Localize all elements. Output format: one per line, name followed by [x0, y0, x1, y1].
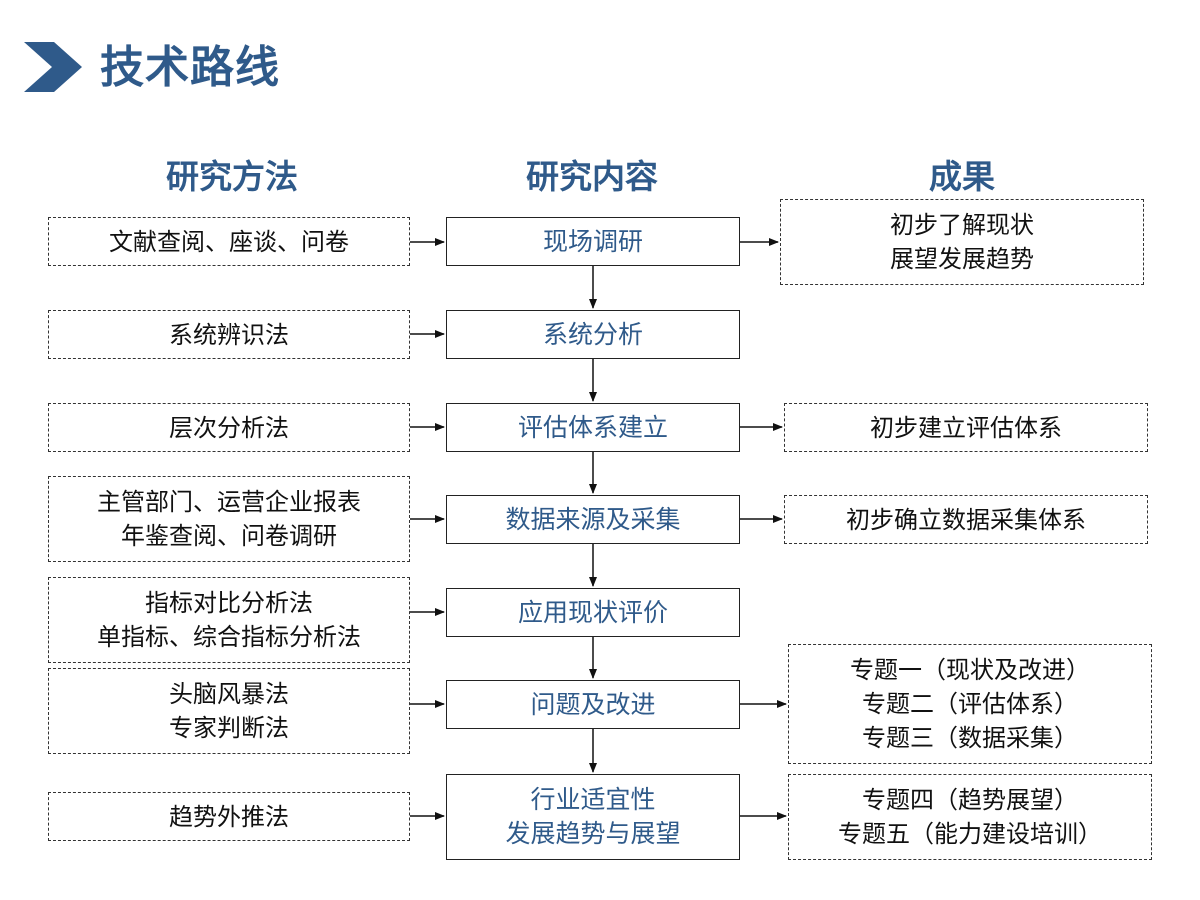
result-line: 初步确立数据采集体系: [846, 505, 1086, 534]
step-label: 问题及改进: [530, 689, 656, 719]
method-line: 层次分析法: [169, 413, 289, 442]
result-line: 专题五（能力建设培训）: [838, 820, 1102, 848]
method-line: 专家判断法: [169, 714, 289, 742]
method-box: 指标对比分析法 单指标、综合指标分析法: [48, 577, 410, 663]
method-line: 文献查阅、座谈、问卷: [109, 227, 349, 256]
result-line: 专题四（趋势展望）: [862, 786, 1078, 814]
step-box: 评估体系建立: [446, 403, 740, 452]
result-line: 专题三（数据采集）: [862, 724, 1078, 752]
method-box: 头脑风暴法 专家判断法: [48, 668, 410, 754]
result-line: 初步建立评估体系: [870, 413, 1062, 442]
step-box: 系统分析: [446, 310, 740, 359]
method-box: 系统辨识法: [48, 310, 410, 359]
method-line: 系统辨识法: [169, 320, 289, 349]
step-label: 数据来源及采集: [505, 504, 681, 534]
result-line: 专题一（现状及改进）: [850, 656, 1090, 684]
method-box: 文献查阅、座谈、问卷: [48, 217, 410, 266]
method-line: 单指标、综合指标分析法: [97, 623, 361, 651]
result-line: 专题二（评估体系）: [862, 690, 1078, 718]
chevron-right-icon: [24, 42, 82, 92]
step-box: 问题及改进: [446, 680, 740, 729]
method-line: 年鉴查阅、问卷调研: [121, 522, 337, 550]
result-box: 初步建立评估体系: [784, 403, 1148, 452]
method-box: 趋势外推法: [48, 792, 410, 841]
header-content: 研究内容: [526, 157, 658, 196]
header-methods: 研究方法: [166, 157, 298, 196]
step-label: 评估体系建立: [517, 412, 668, 442]
step-label: 系统分析: [542, 319, 643, 349]
step-label: 应用现状评价: [517, 597, 668, 627]
result-box: 初步确立数据采集体系: [784, 495, 1148, 544]
method-line: 头脑风暴法: [169, 680, 289, 708]
method-line: 指标对比分析法: [145, 589, 313, 617]
step-box: 应用现状评价: [446, 588, 740, 637]
method-line: 趋势外推法: [169, 802, 289, 831]
method-box: 主管部门、运营企业报表 年鉴查阅、问卷调研: [48, 476, 410, 562]
step-label: 发展趋势与展望: [505, 819, 681, 848]
step-label: 现场调研: [542, 226, 643, 256]
result-line: 展望发展趋势: [890, 245, 1034, 273]
step-box: 现场调研: [446, 217, 740, 266]
result-line: 初步了解现状: [890, 211, 1034, 239]
result-box: 专题四（趋势展望） 专题五（能力建设培训）: [788, 774, 1152, 860]
header-results: 成果: [929, 157, 995, 196]
step-box: 行业适宜性 发展趋势与展望: [446, 774, 740, 860]
method-line: 主管部门、运营企业报表: [97, 488, 361, 516]
result-box: 初步了解现状 展望发展趋势: [780, 199, 1144, 285]
step-box: 数据来源及采集: [446, 495, 740, 544]
step-label: 行业适宜性: [530, 785, 656, 814]
method-box: 层次分析法: [48, 403, 410, 452]
page-title: 技术路线: [100, 42, 280, 93]
result-box: 专题一（现状及改进） 专题二（评估体系） 专题三（数据采集）: [788, 644, 1152, 764]
